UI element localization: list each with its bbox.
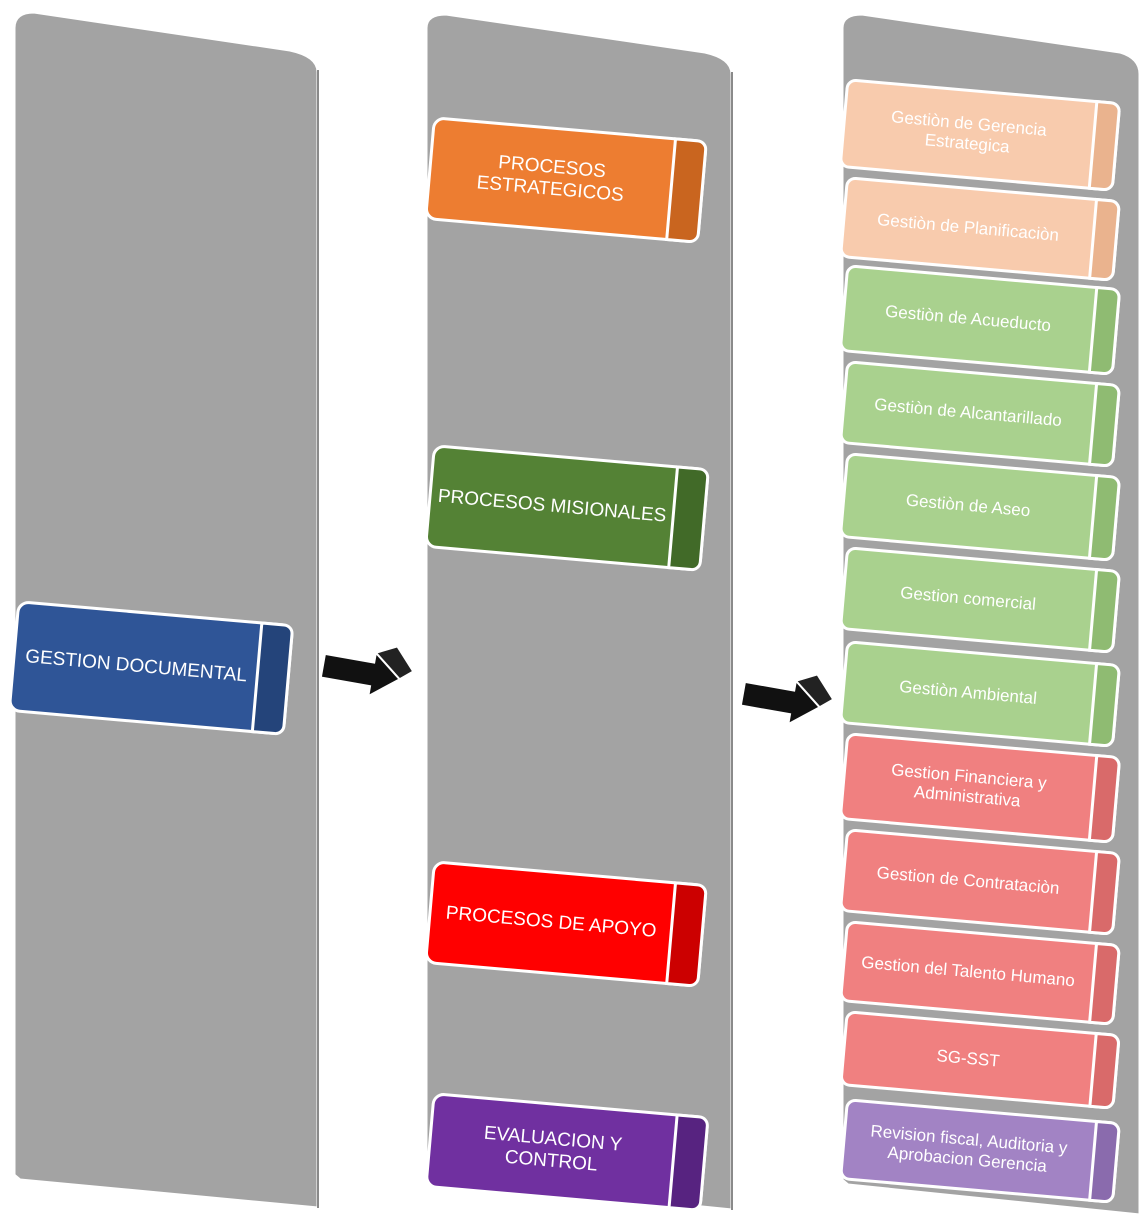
procesos-estrategicos-label: PROCESOS ESTRATEGICOS	[475, 152, 625, 207]
gestion-label: Gestion Financiera y Administrativa	[890, 760, 1048, 811]
gestion-label: Gestion comercial	[899, 583, 1037, 615]
procesos-apoyo-label: PROCESOS DE APOYO	[444, 902, 658, 942]
gestion-label: Gestiòn de Gerencia Estrategica	[890, 107, 1048, 157]
gestion-label: Gestiòn de Planificaciòn	[876, 210, 1060, 246]
gestion-label: Gestiòn de Acueducto	[884, 301, 1052, 336]
gestion-label: Gestiòn de Alcantarillado	[873, 395, 1063, 431]
gestion-label: Revision fiscal, Auditoria y Aprobacion …	[869, 1121, 1069, 1176]
gestion-label: Gestion del Talento Humano	[860, 952, 1076, 991]
arrow-right-icon	[319, 645, 415, 698]
evaluacion-control-label: EVALUACION Y CONTROL	[483, 1122, 624, 1176]
gestion-label: Gestiòn de Aseo	[905, 490, 1032, 521]
gestion-documental-label: GESTION DOCUMENTAL	[24, 646, 248, 687]
gestion-label: Gestiòn Ambiental	[898, 677, 1038, 709]
arrow-right-icon	[739, 673, 835, 726]
gestion-documental-box: GESTION DOCUMENTAL	[7, 600, 295, 736]
gestion-label: Gestion de Contrataciòn	[875, 863, 1061, 899]
gestion-label: SG-SST	[935, 1046, 1001, 1071]
procesos-misionales-label: PROCESOS MISIONALES	[437, 485, 668, 527]
